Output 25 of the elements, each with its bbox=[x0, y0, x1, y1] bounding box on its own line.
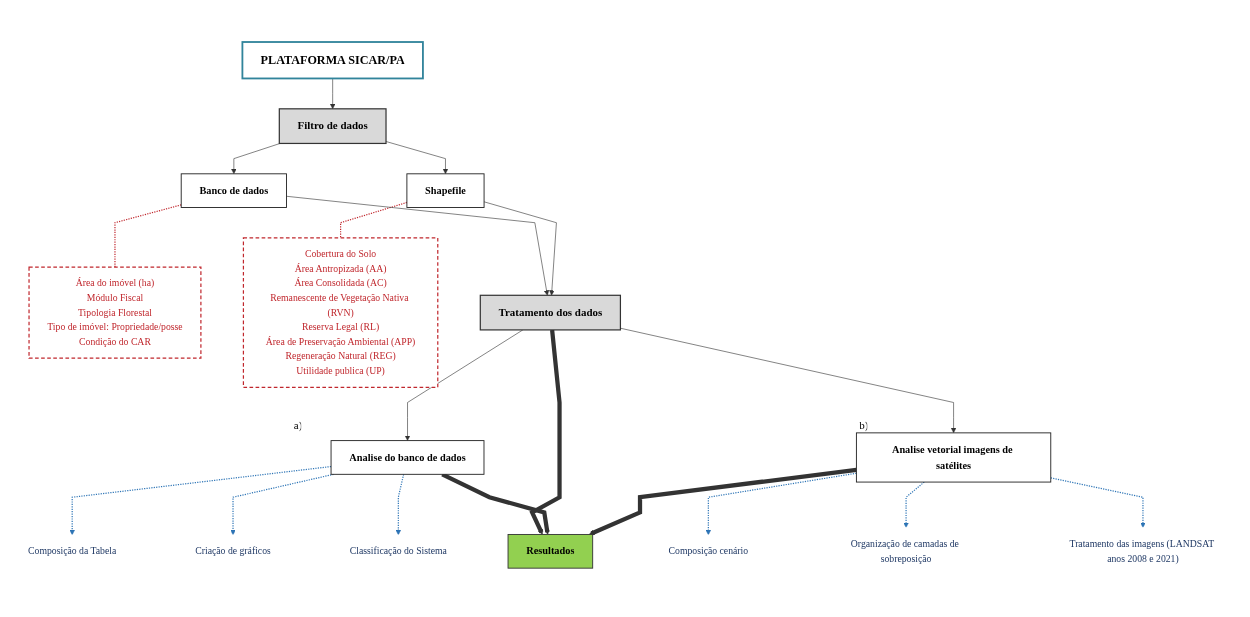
node-text: Criação de gráficos bbox=[195, 545, 271, 557]
node-box: Shapefile bbox=[406, 173, 485, 208]
node-box: Área do imóvel (ha) Módulo Fiscal Tipologia Florestal Tipo de imóvel: Propriedade/posse Condição do CAR bbox=[28, 266, 202, 359]
node-box: PLATAFORMA SICAR/PA bbox=[241, 41, 424, 80]
node-box: Filtro de dados bbox=[278, 108, 387, 145]
node-label: a) bbox=[293, 419, 303, 432]
arrow bbox=[903, 481, 925, 528]
node-box: Analise do banco de dados bbox=[330, 440, 485, 475]
node-box: Banco de dados bbox=[180, 173, 287, 208]
node-text: Composição cenário bbox=[668, 545, 749, 557]
node-text: Composição da Tabela bbox=[28, 545, 117, 557]
arrow bbox=[1050, 477, 1146, 528]
node-text: Classificação do Sistema bbox=[349, 545, 447, 557]
arrow bbox=[705, 472, 857, 536]
node-text: Organização de camadas de sobreposição bbox=[850, 538, 959, 564]
node-box: Analise vetorial imagens de satélites bbox=[855, 432, 1052, 483]
arrow bbox=[589, 467, 857, 536]
node-box: Resultados bbox=[507, 534, 594, 569]
arrow bbox=[529, 329, 562, 535]
node-box: Tratamento dos dados bbox=[479, 294, 622, 331]
node-text: Tratamento das imagens (LANDSAT anos 2008 e 2021) bbox=[1069, 538, 1214, 564]
node-box: Cobertura do Solo Área Antropizada (AA) Área Consolidada (AC) Remanescente de Vegetação Nativa (RVN) Reserva Legal (RL) Área de Preservação Ambiental (APP) Regeneração Natural (REG) Utilidade publica (UP) bbox=[242, 237, 439, 388]
arrow bbox=[395, 473, 405, 536]
arrow bbox=[69, 465, 332, 536]
connector bbox=[114, 204, 182, 268]
